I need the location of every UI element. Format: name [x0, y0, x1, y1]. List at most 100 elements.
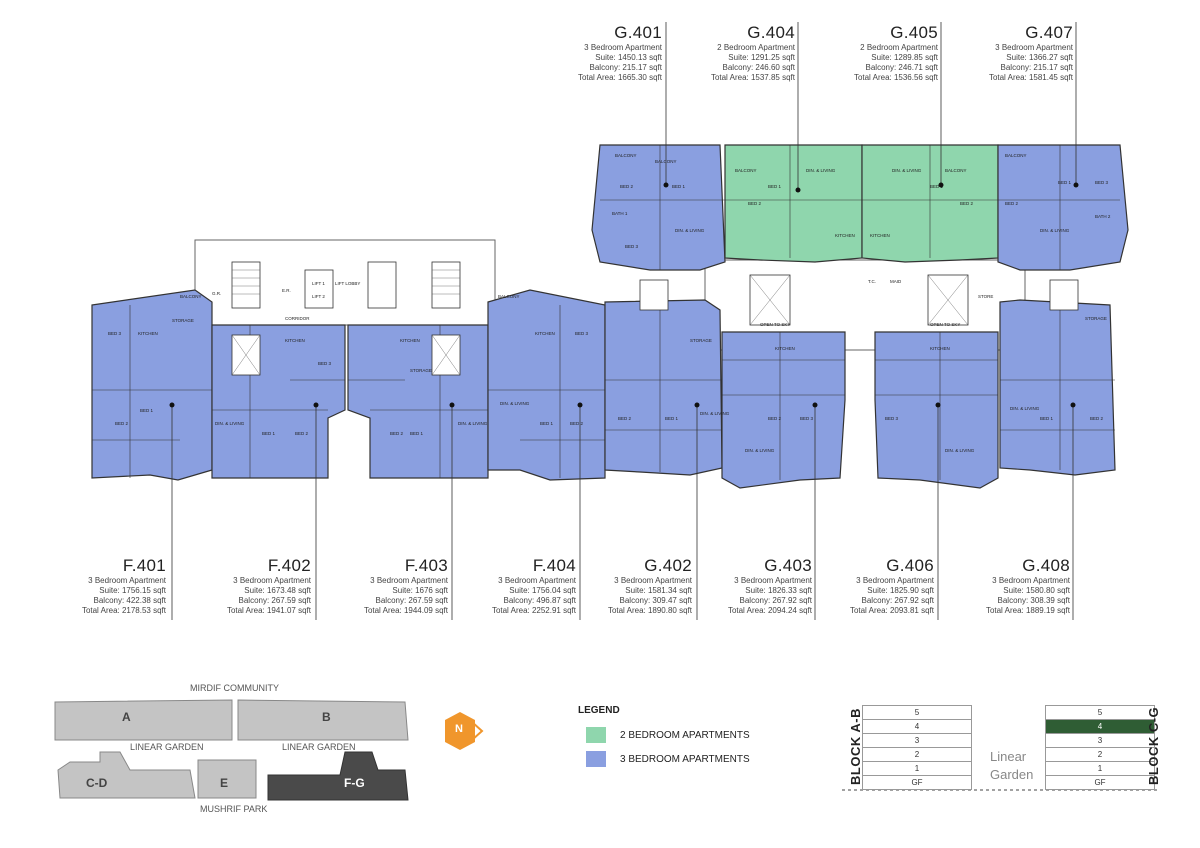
room-label: BALCONY [615, 153, 637, 158]
floor-level-selected[interactable]: 4 [1045, 719, 1155, 733]
unit-total: Total Area: 2252.91 sqft [491, 606, 576, 616]
site-block-a-label: A [122, 710, 131, 724]
room-label: LIFT 2 [312, 294, 325, 299]
unit-type: 3 Bedroom Apartment [584, 43, 662, 53]
leader-lines [171, 22, 1077, 620]
room-label: BED 3 [108, 331, 122, 336]
floor-level[interactable]: 1 [1045, 761, 1155, 775]
unit-suite: Suite: 1825.90 sqft [867, 586, 934, 596]
unit-info-g404: G.404 2 Bedroom Apartment Suite: 1291.25… [711, 22, 795, 83]
room-label: BED 1 [262, 431, 276, 436]
room-label: BED 1 [540, 421, 554, 426]
site-block-cd [57, 751, 196, 799]
room-label: DIN. & LIVING [745, 448, 775, 453]
linear-garden-label: Linear Garden [990, 748, 1033, 784]
room-label: BED 2 [960, 201, 974, 206]
room-label: LIFT LOBBY [335, 281, 360, 286]
unit-suite: Suite: 1756.15 sqft [99, 586, 166, 596]
unit-info-f401: F.401 3 Bedroom Apartment Suite: 1756.15… [82, 555, 166, 616]
unit-code: F.402 [267, 556, 311, 575]
floor-level[interactable]: GF [1045, 775, 1155, 790]
floor-level[interactable]: 5 [862, 705, 972, 719]
room-label: BED 1 [140, 408, 154, 413]
unit-total: Total Area: 2178.53 sqft [81, 606, 166, 616]
legend-title: LEGEND [578, 705, 620, 716]
floor-stack-ab: 5 4 3 2 1 GF [862, 705, 972, 790]
site-block-e-label: E [220, 776, 229, 790]
room-label: BED 2 [1090, 416, 1104, 421]
room-label: BED 3 [885, 416, 899, 421]
garden-text: Garden [990, 767, 1034, 783]
unit-total: Total Area: 1889.19 sqft [985, 606, 1070, 616]
legend-three-bed-label: 3 BEDROOM APARTMENTS [620, 754, 750, 765]
room-label: DIN. & LIVING [806, 168, 836, 173]
unit-balcony: Balcony: 308.39 sqft [997, 596, 1071, 606]
unit-balcony: Balcony: 215.17 sqft [1000, 63, 1074, 73]
unit-balcony: Balcony: 246.71 sqft [865, 63, 939, 73]
floor-level[interactable]: 5 [1045, 705, 1155, 719]
room-label: BED 2 [295, 431, 309, 436]
unit-balcony: Balcony: 267.59 sqft [238, 596, 312, 606]
floor-level[interactable]: GF [862, 775, 972, 790]
room-label: KITCHEN [535, 331, 555, 336]
block-ab-label: BLOCK A-B [848, 708, 863, 785]
stair-east-2 [1049, 279, 1079, 311]
unit-info-g407: G.407 3 Bedroom Apartment Suite: 1366.27… [989, 22, 1073, 83]
unit-info-f402: F.402 3 Bedroom Apartment Suite: 1673.48… [227, 555, 311, 616]
room-label: BED 1 [665, 416, 679, 421]
block-ab-text: BLOCK A-B [848, 708, 863, 785]
unit-code: G.404 [747, 23, 795, 42]
floor-level[interactable]: 2 [862, 747, 972, 761]
unit-g408-shape [999, 299, 1116, 476]
room-label: DIN. & LIVING [500, 401, 530, 406]
room-label: T.C. [868, 279, 876, 284]
room-label: CORRIDOR [285, 316, 310, 321]
unit-g407-shape [997, 144, 1129, 271]
site-block-fg-label: F-G [344, 776, 365, 790]
room-label: OPEN TO SKY [760, 322, 790, 327]
unit-balcony: Balcony: 267.59 sqft [375, 596, 449, 606]
room-label: BATH 1 [612, 211, 628, 216]
unit-balcony: Balcony: 422.38 sqft [93, 596, 167, 606]
unit-type: 3 Bedroom Apartment [88, 576, 166, 586]
room-label: BED 3 [625, 244, 639, 249]
room-label: KITCHEN [930, 346, 950, 351]
unit-type: 3 Bedroom Apartment [995, 43, 1073, 53]
floor-level[interactable]: 2 [1045, 747, 1155, 761]
unit-info-g401: G.401 3 Bedroom Apartment Suite: 1450.13… [578, 22, 662, 83]
unit-info-g402: G.402 3 Bedroom Apartment Suite: 1581.34… [608, 555, 692, 616]
room-label: BED 1 [672, 184, 686, 189]
leader-dots [169, 182, 1079, 408]
site-block-cd-label: C-D [86, 776, 108, 790]
floor-level[interactable]: 4 [862, 719, 972, 733]
stair-west-2 [431, 261, 461, 309]
unit-type: 2 Bedroom Apartment [717, 43, 795, 53]
room-label: BED 2 [618, 416, 632, 421]
floor-level[interactable]: 3 [1045, 733, 1155, 747]
room-label: KITCHEN [775, 346, 795, 351]
unit-total: Total Area: 1890.80 sqft [607, 606, 692, 616]
room-label: BALCONY [1005, 153, 1027, 158]
room-label: BED 1 [1040, 416, 1054, 421]
unit-total: Total Area: 1537.85 sqft [710, 73, 795, 83]
site-block-b [237, 699, 409, 741]
room-label: BED 1 [1058, 180, 1072, 185]
floor-level[interactable]: 1 [862, 761, 972, 775]
unit-suite: Suite: 1580.80 sqft [1003, 586, 1070, 596]
unit-g401-shape [591, 144, 726, 271]
unit-suite: Suite: 1450.13 sqft [595, 53, 662, 63]
room-label: BED 2 [748, 201, 762, 206]
room-label: LIFT 1 [312, 281, 325, 286]
room-label: KITCHEN [870, 233, 890, 238]
room-label: DIN. & LIVING [1040, 228, 1070, 233]
room-label: BED 2 [768, 416, 782, 421]
room-label: BED 3 [575, 331, 589, 336]
legend-swatch-two-bed [586, 727, 606, 743]
unit-suite: Suite: 1291.25 sqft [728, 53, 795, 63]
unit-balcony: Balcony: 496.87 sqft [503, 596, 577, 606]
room-label: BED 3 [1095, 180, 1109, 185]
room-label: STORAGE [410, 368, 432, 373]
unit-g406-shape [874, 331, 999, 489]
unit-total: Total Area: 1944.09 sqft [363, 606, 448, 616]
floor-level[interactable]: 3 [862, 733, 972, 747]
